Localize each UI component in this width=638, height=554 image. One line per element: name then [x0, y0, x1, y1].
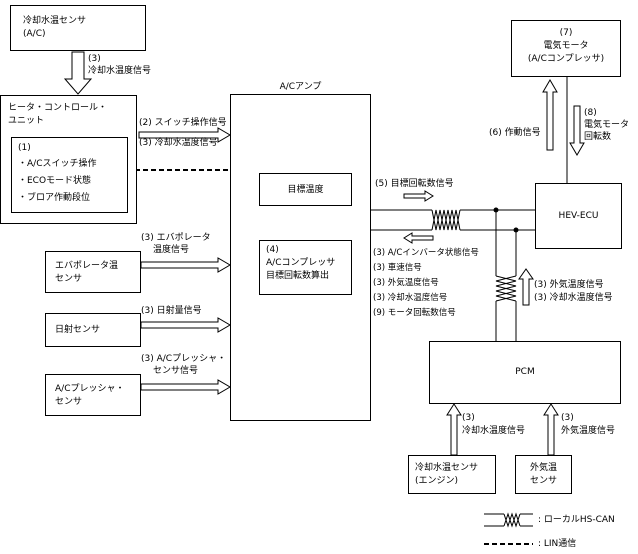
- target-calc-1: (4): [266, 245, 279, 255]
- ac-pressure-1: A/Cプレッシャ・: [55, 384, 125, 394]
- hev-to-amp-2: (3) 車速信号: [373, 263, 422, 273]
- heater-control-label-2: ユニット: [8, 116, 45, 126]
- heater-control-label-1: ヒータ・コントロール・: [8, 103, 108, 113]
- hollow-arrow-up: [543, 403, 559, 456]
- hollow-arrow-up: [542, 79, 558, 151]
- solar-sensor-box: 日射センサ: [45, 313, 141, 347]
- hollow-arrow-up: [518, 268, 534, 306]
- legend-can-label: : ローカルHS-CAN: [538, 515, 615, 525]
- coolant-sensor-ac-box: 冷却水温センサ (A/C): [10, 5, 146, 51]
- pressure-signal-label-1: (3) A/Cプレッシャ・: [141, 354, 227, 364]
- target-rpm-label: (5) 目標回転数信号: [375, 179, 454, 189]
- hev-to-amp-1: (3) A/Cインバータ状態信号: [373, 248, 479, 258]
- legend-can-twist: [503, 512, 521, 528]
- coolant-engine-2: (エンジン): [415, 476, 459, 486]
- target-calc-2: A/Cコンプレッサ: [266, 258, 336, 268]
- pcm-box: PCM: [429, 341, 621, 404]
- motor-rpm-label-1: (8): [584, 108, 597, 118]
- hev-to-amp-5: (9) モータ回転数信号: [373, 308, 456, 318]
- hollow-arrow-right: [140, 257, 231, 273]
- coolant-to-heater-label-2: 冷却水温度信号: [88, 66, 152, 76]
- solar-sensor-label: 日射センサ: [55, 325, 101, 335]
- hollow-arrow-down: [63, 51, 93, 95]
- heater-inner-4: ・ブロア作動段位: [18, 193, 91, 203]
- outside-to-pcm-label-1: (3): [561, 413, 574, 423]
- electric-motor-3: (A/Cコンプレッサ): [527, 54, 605, 64]
- legend-can-twist: [503, 512, 521, 528]
- electric-motor-box: (7) 電気モータ (A/Cコンプレッサ): [511, 20, 621, 77]
- evap-signal-label-2: 温度信号: [153, 245, 190, 255]
- heater-control-unit-box: ヒータ・コントロール・ ユニット (1) ・A/Cスイッチ操作 ・ECOモード状…: [0, 95, 137, 224]
- evap-sensor-1: エバポレータ温: [55, 261, 119, 271]
- switch-op-label: (2) スイッチ操作信号: [139, 118, 227, 128]
- target-calc-box: (4) A/Cコンプレッサ 目標回転数算出: [259, 240, 352, 295]
- outside-temp-sensor-box: 外気温 センサ: [515, 455, 572, 494]
- target-temp-box: 目標温度: [259, 173, 352, 206]
- coolant-sensor-ac-label-1: 冷却水温センサ: [23, 16, 87, 26]
- pcm-label: PCM: [515, 367, 535, 377]
- heater-inner-box: (1) ・A/Cスイッチ操作 ・ECOモード状態 ・ブロア作動段位: [11, 137, 128, 213]
- coolant-to-heater-label-1: (3): [88, 54, 101, 64]
- evap-signal-label-1: (3) エバポレータ: [141, 233, 211, 243]
- solar-signal-label: (3) 日射量信号: [141, 306, 202, 316]
- outside-to-pcm-label-2: 外気温度信号: [561, 426, 616, 436]
- pcm-to-hev-label-1: (3) 外気温度信号: [534, 280, 604, 290]
- legend-lin-label: : LIN通信: [538, 539, 577, 549]
- heater-inner-1: (1): [18, 143, 31, 153]
- hollow-arrow-right: [138, 127, 231, 143]
- coolant-sensor-engine-box: 冷却水温センサ (エンジン): [408, 455, 496, 494]
- hollow-arrow-up: [446, 403, 462, 456]
- hev-ecu-label: HEV-ECU: [558, 211, 599, 221]
- ac-pressure-sensor-box: A/Cプレッシャ・ センサ: [45, 374, 141, 416]
- hev-to-amp-3: (3) 外気温度信号: [373, 278, 439, 288]
- motor-rpm-label-3: 回転数: [584, 132, 612, 142]
- outside-temp-1: 外気温: [529, 463, 557, 473]
- motor-rpm-label-2: 電気モータ: [584, 120, 630, 130]
- ac-pressure-2: センサ: [55, 397, 83, 407]
- hollow-arrow-right: [140, 379, 231, 395]
- can-twist: [495, 275, 517, 302]
- hollow-arrow-left-small: [403, 232, 434, 244]
- hev-ecu-box: HEV-ECU: [535, 183, 622, 249]
- coolant-to-pcm-label-1: (3): [462, 413, 475, 423]
- operation-signal-label: (6) 作動信号: [489, 128, 541, 138]
- pcm-to-hev-label-2: (3) 冷却水温度信号: [534, 293, 613, 303]
- electric-motor-2: 電気モータ: [543, 41, 589, 51]
- coolant-engine-1: 冷却水温センサ: [415, 463, 479, 473]
- coolant-sensor-ac-label-2: (A/C): [23, 29, 46, 39]
- hev-to-amp-4: (3) 冷却水温度信号: [373, 293, 448, 303]
- ac-amp-title: A/Cアンプ: [279, 82, 322, 92]
- target-temp-label: 目標温度: [287, 185, 324, 195]
- hollow-arrow-down: [569, 105, 585, 156]
- outside-temp-2: センサ: [529, 476, 557, 486]
- coolant-to-amp-label: (3) 冷却水温度信号: [139, 138, 218, 148]
- can-twist: [431, 209, 461, 231]
- target-calc-3: 目標回転数算出: [266, 271, 330, 281]
- heater-inner-3: ・ECOモード状態: [18, 176, 92, 186]
- coolant-to-pcm-label-2: 冷却水温度信号: [462, 426, 526, 436]
- evap-sensor-box: エバポレータ温 センサ: [45, 251, 141, 293]
- hollow-arrow-right-small: [403, 190, 434, 202]
- evap-sensor-2: センサ: [55, 274, 83, 284]
- heater-inner-2: ・A/Cスイッチ操作: [18, 159, 97, 169]
- electric-motor-1: (7): [559, 28, 573, 38]
- pressure-signal-label-2: センサ信号: [153, 366, 199, 376]
- hollow-arrow-right: [140, 317, 231, 333]
